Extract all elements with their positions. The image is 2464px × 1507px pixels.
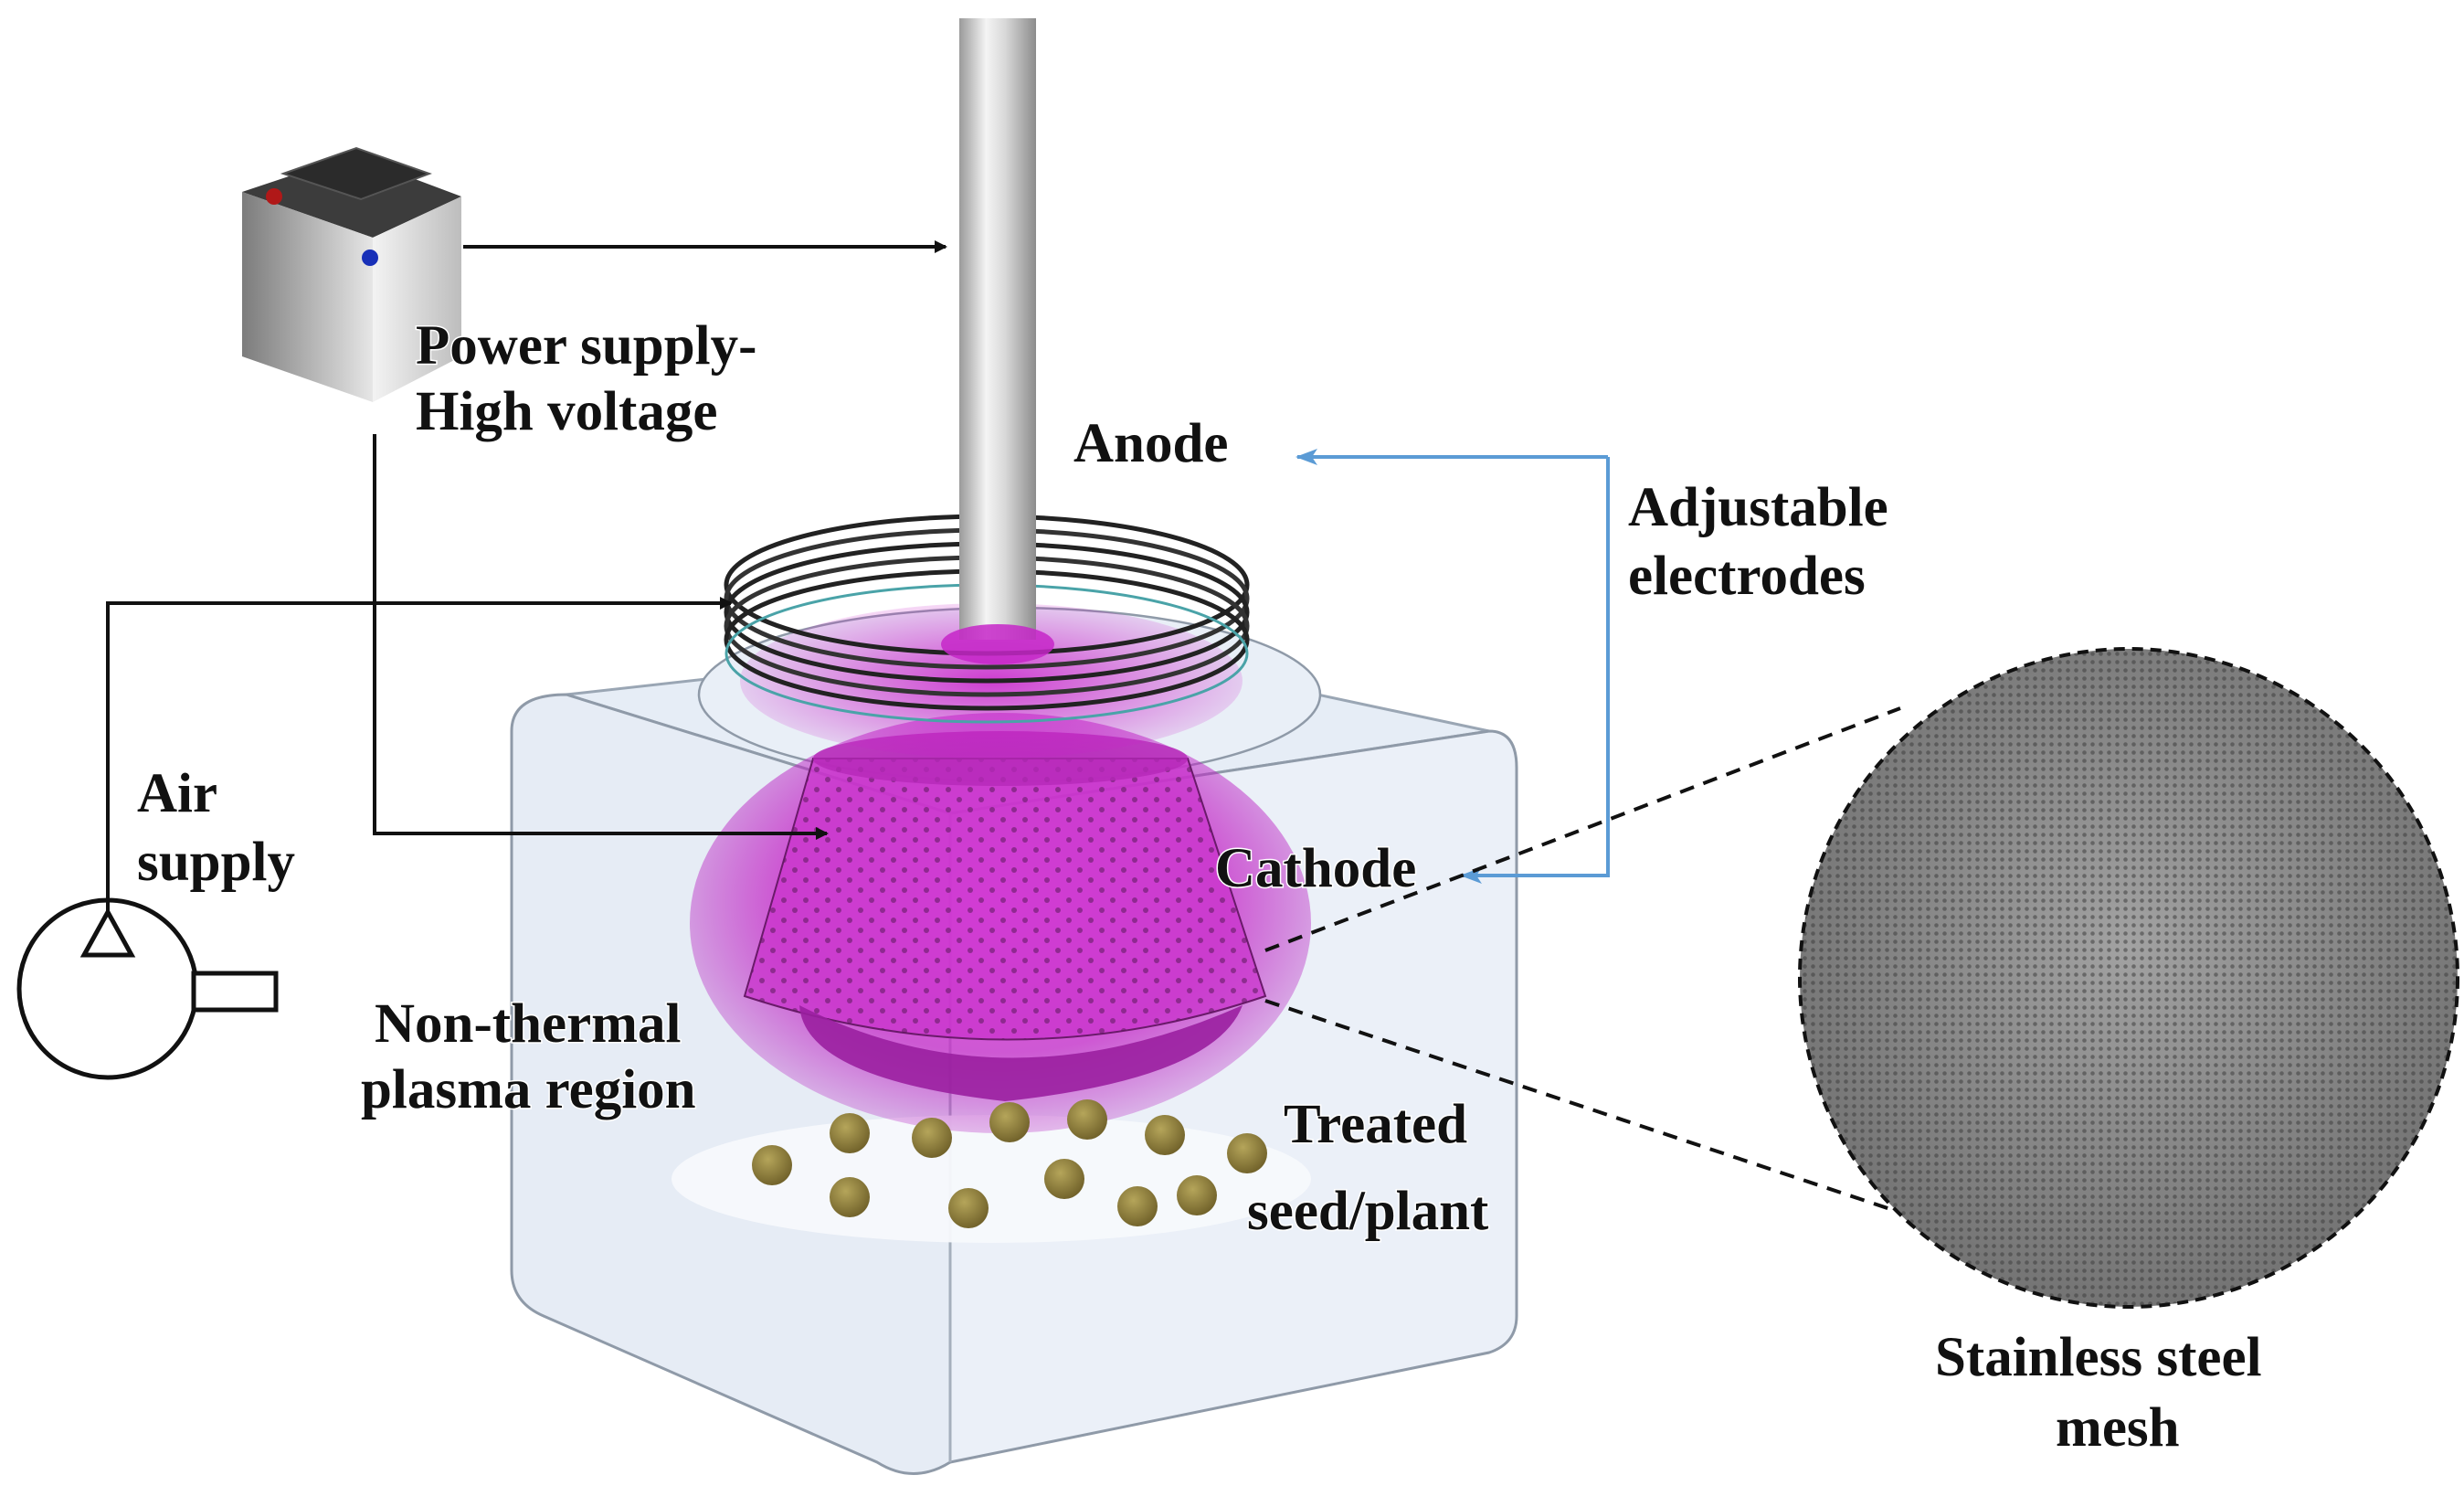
power-supply-label-line2: High voltage <box>416 381 717 442</box>
mesh-label-line1: Stainless steel <box>1935 1327 2262 1388</box>
mesh-magnifier <box>1264 647 2459 1309</box>
cathode-label: Cathode <box>1215 838 1416 899</box>
plasma-region-label-line1: Non-thermal <box>375 993 681 1055</box>
air-pump-icon <box>16 897 279 1080</box>
wire-to-cathode <box>373 434 829 840</box>
seed <box>1177 1175 1217 1215</box>
seed <box>912 1118 952 1158</box>
treated-seed-label-line1: Treated <box>1284 1094 1467 1155</box>
seed <box>1044 1159 1084 1199</box>
air-line <box>106 597 733 912</box>
seed <box>752 1145 792 1185</box>
seed <box>830 1177 870 1217</box>
negative-terminal-icon <box>362 249 378 266</box>
seeds <box>752 1099 1267 1228</box>
seed <box>1145 1115 1185 1155</box>
anode-label: Anode <box>1073 413 1228 474</box>
treated-seed-label-line2: seed/plant <box>1247 1181 1489 1242</box>
seed <box>1067 1099 1107 1140</box>
adjustable-electrodes-label-line1: Adjustable <box>1628 477 1888 538</box>
battery-icon <box>242 146 461 402</box>
seed <box>1227 1133 1267 1173</box>
labels: Power supply- High voltage Anode Adjusta… <box>136 314 2264 1460</box>
cathode-assembly <box>690 713 1311 1133</box>
anode-rod <box>959 18 1036 640</box>
seed <box>830 1113 870 1153</box>
wires <box>106 240 947 912</box>
air-supply-label-line2: supply <box>137 832 295 893</box>
air-supply-label-line1: Air <box>137 763 217 824</box>
mesh-label-line2: mesh <box>2056 1397 2180 1459</box>
plasma-region-label-line2: plasma region <box>361 1059 696 1120</box>
adjustable-electrodes-label-line2: electrodes <box>1628 546 1866 607</box>
adjustable-electrodes-bracket <box>1295 449 1610 884</box>
seed <box>989 1102 1030 1142</box>
seed <box>948 1188 989 1228</box>
positive-terminal-icon <box>266 188 282 205</box>
power-supply-label-line1: Power supply- <box>416 315 756 377</box>
seed <box>1117 1186 1158 1226</box>
